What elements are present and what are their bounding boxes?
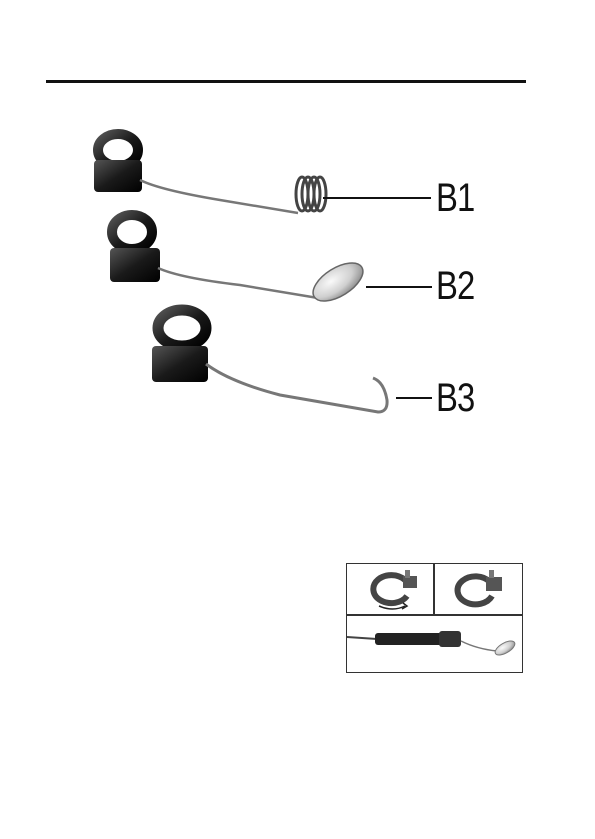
b1-leader-line — [323, 197, 431, 199]
clip-ring-closed-icon — [434, 564, 522, 614]
label-b1: B1 — [436, 176, 474, 221]
b2-leader-line — [366, 286, 432, 288]
label-b3: B3 — [436, 376, 474, 421]
label-b2: B2 — [436, 264, 474, 309]
header-rule — [46, 80, 526, 83]
b3-hook-tool-icon — [152, 310, 387, 412]
clip-ring-open-icon — [347, 564, 433, 614]
b2-mirror-tool-icon — [110, 215, 369, 309]
b1-spring-tool-icon — [94, 134, 326, 213]
b3-leader-line — [396, 397, 432, 399]
attachments-illustration — [80, 120, 420, 430]
mounting-inset-figure — [346, 563, 523, 673]
probe-with-mirror-icon — [347, 615, 522, 672]
